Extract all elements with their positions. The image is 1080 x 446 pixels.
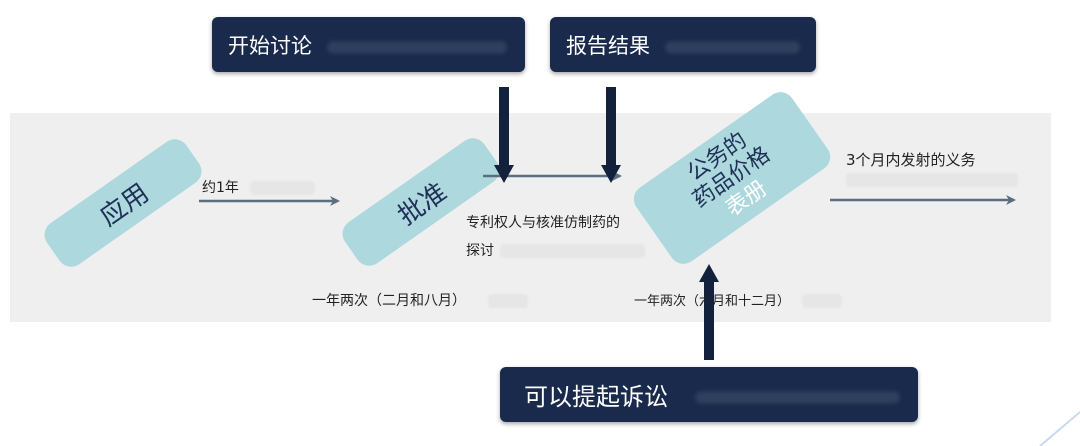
callout-litigation: 可以提起诉讼: [500, 367, 918, 422]
callout-start-discussion: 开始讨论: [212, 17, 525, 72]
ghost-text: [488, 294, 528, 308]
label-discussion-line2: 探讨: [466, 243, 494, 259]
label-about-one-year: 约1年: [202, 180, 239, 196]
ghost-text: [846, 173, 1018, 187]
callout-report-results: 报告结果: [550, 17, 816, 72]
callout-report-results-label: 报告结果: [566, 33, 650, 58]
ghost-text: [500, 244, 645, 258]
label-twice-feb-aug: 一年两次（二月和八月）: [312, 293, 466, 309]
ghost-text: [250, 181, 315, 195]
label-twice-jun-dec: 一年两次（六月和十二月）: [634, 294, 791, 309]
callout-start-discussion-label: 开始讨论: [228, 33, 312, 58]
arrow-report-results-down: [601, 87, 621, 183]
ghost-text: [802, 294, 842, 308]
callout-litigation-label: 可以提起诉讼: [524, 383, 668, 411]
corner-decoration-line: [1039, 411, 1080, 446]
arrow-litigation-up: [699, 264, 719, 360]
arrow-start-discussion-down: [494, 87, 514, 183]
label-discussion-line1: 专利权人与核准仿制药的: [466, 215, 620, 231]
label-obligation: 3个月内发射的义务: [846, 151, 976, 169]
